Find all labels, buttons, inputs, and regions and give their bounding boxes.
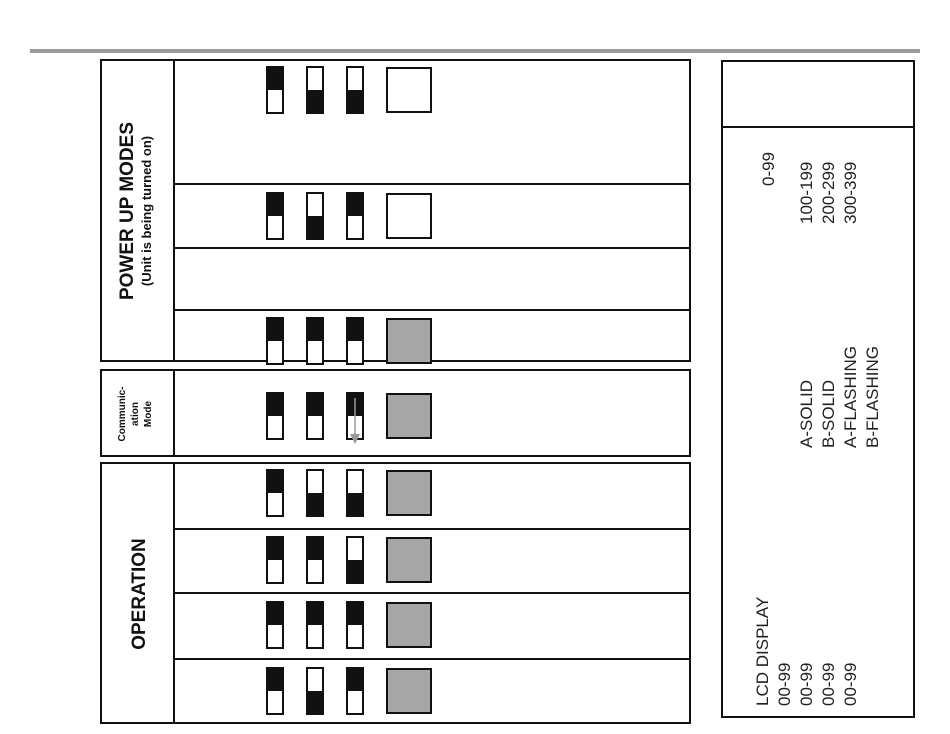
dip-switch-1-up [266,601,284,649]
dip-switch-2-up [306,601,324,649]
switch-lever [348,194,362,216]
dip-switch-1-up [266,192,284,240]
lcd-value-1: 00-99 [776,663,794,706]
dip-switch-3-down [346,469,364,517]
comm-mode-label-box: Communic- ation Mode [100,369,176,457]
dip-switch-1-up [266,469,284,517]
switch-lever [308,691,322,713]
lcd-value-3: 00-99 [820,663,838,706]
indicator-square-white [386,67,432,113]
dip-switch-2-up [306,317,324,365]
mode-3: A-FLASHING [842,346,860,448]
switch-lever [268,394,282,416]
power-up-row-2 [173,183,691,249]
lcd-value-4: 00-99 [842,663,860,706]
indicator-square-gray [386,318,432,364]
mode-2: B-SOLID [820,380,838,448]
down-arrow-icon [347,394,363,444]
comm-mode-row [173,369,691,457]
range-3: 200-299 [820,162,838,224]
switch-lever [348,560,362,582]
top-divider [30,49,920,53]
comm-mode-line2: ation [129,374,142,454]
range-1: 0-99 [760,152,778,186]
dip-switch-3-up [346,601,364,649]
dip-switch-3-down [346,536,364,584]
dip-switch-3-up [346,317,364,365]
switch-lever [268,471,282,493]
power-up-blank-row-2 [173,247,691,311]
switch-lever [348,603,362,625]
indicator-square-gray [386,668,432,714]
switch-lever [348,669,362,691]
switch-lever [268,538,282,560]
operation-row-2 [173,528,691,594]
display-panel-header-cell [723,62,913,128]
switch-lever [308,493,322,515]
power-up-label: POWER UP MODES (Unit is being turned on) [117,61,163,361]
switch-lever [348,90,362,112]
dip-switch-2-down [306,192,324,240]
display-panel: 0-99 100-199 200-299 300-399 A-SOLID B-S… [721,60,915,718]
switch-lever [308,319,322,341]
comm-mode-line1: Communic- [116,374,129,454]
dip-switch-2-up [306,392,324,440]
indicator-square-gray [386,602,432,648]
indicator-square-white [386,193,432,239]
switch-lever [268,68,282,90]
switch-lever [268,603,282,625]
power-up-row-1 [173,59,691,124]
dip-switch-2-down [306,667,324,715]
switch-lever [308,216,322,238]
power-up-blank-row-1 [173,122,691,185]
operation-label-box: OPERATION [100,462,176,724]
power-up-subtitle: (Unit is being turned on) [139,61,155,361]
power-up-title: POWER UP MODES [117,61,139,361]
dip-switch-3-down [346,66,364,114]
dip-switch-3-up [346,192,364,240]
switch-lever [268,669,282,691]
range-4: 300-399 [842,162,860,224]
dip-switch-1-up [266,317,284,365]
dip-switch-3-up [346,667,364,715]
operation-row-3 [173,592,691,660]
power-up-row-3 [173,309,691,362]
mode-1: A-SOLID [798,380,816,448]
switch-lever [268,319,282,341]
dip-switch-1-up [266,667,284,715]
power-up-label-box: POWER UP MODES (Unit is being turned on) [100,59,176,362]
dip-switch-2-up [306,536,324,584]
operation-row-4 [173,658,691,724]
indicator-square-gray [386,470,432,516]
comm-mode-label: Communic- ation Mode [116,374,162,454]
comm-mode-line3: Mode [142,374,155,454]
switch-lever [348,493,362,515]
dip-switch-1-up [266,66,284,114]
range-2: 100-199 [798,162,816,224]
dip-switch-2-down [306,66,324,114]
indicator-square-gray [386,537,432,583]
switch-lever [268,194,282,216]
dip-switch-2-down [306,469,324,517]
switch-lever [308,538,322,560]
mode-4: B-FLASHING [864,346,882,448]
switch-lever [308,394,322,416]
switch-lever [348,319,362,341]
operation-label: OPERATION [128,494,152,694]
dip-switch-1-up [266,536,284,584]
operation-row-1 [173,462,691,530]
indicator-square-gray [386,393,432,439]
lcd-display-header: LCD DISPLAY [754,597,772,706]
switch-lever [308,603,322,625]
dip-switch-1-up [266,392,284,440]
lcd-value-2: 00-99 [798,663,816,706]
switch-lever [308,90,322,112]
